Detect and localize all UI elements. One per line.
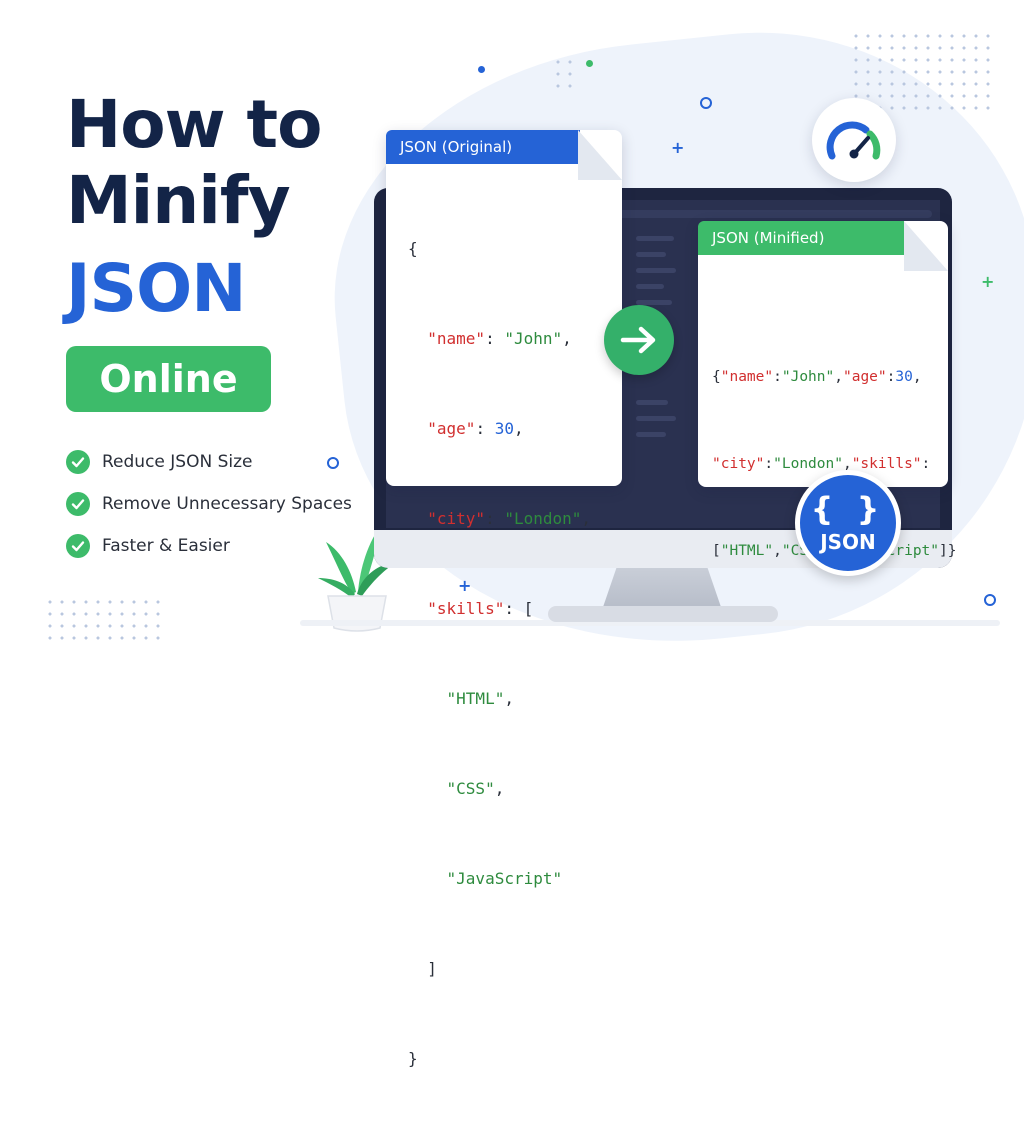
dot-grid-top-right — [850, 30, 990, 110]
json-minified-tab: JSON (Minified) — [698, 221, 904, 255]
code-line: ] — [408, 959, 437, 978]
check-circle-icon — [66, 450, 90, 474]
code-line: "HTML", — [446, 689, 514, 708]
speedometer-icon — [812, 98, 896, 182]
convert-arrow-button — [604, 305, 674, 375]
ring-decoration — [984, 594, 996, 606]
feature-item: Remove Unnecessary Spaces — [66, 492, 352, 516]
feature-label: Faster & Easier — [102, 536, 230, 556]
code-line: "age": 30, — [427, 419, 524, 438]
braces-icon: { } — [810, 490, 886, 528]
feature-label: Reduce JSON Size — [102, 452, 253, 472]
code-line: { — [408, 239, 418, 258]
code-line: "city":"London","skills": — [712, 456, 931, 472]
check-circle-icon — [66, 492, 90, 516]
code-line: } — [408, 1049, 418, 1068]
page-fold — [578, 130, 622, 180]
floor-shadow — [300, 620, 1000, 626]
json-badge: { } JSON — [795, 470, 901, 576]
code-line: {"name":"John","age":30, — [712, 369, 922, 385]
headline-line-2: Minify — [66, 162, 291, 239]
plus-icon: + — [458, 576, 472, 595]
dot-grid-small — [552, 56, 578, 96]
page-fold — [904, 221, 948, 271]
json-original-code: { "name": "John", "age": 30, "city": "Lo… — [408, 174, 591, 1134]
code-line: "skills": [ — [427, 599, 534, 618]
dot-green — [586, 60, 593, 67]
dot-blue — [478, 66, 485, 73]
headline-line-3: JSON — [66, 250, 246, 327]
feature-item: Faster & Easier — [66, 534, 230, 558]
plus-icon: + — [981, 272, 995, 291]
feature-item: Reduce JSON Size — [66, 450, 253, 474]
code-line: "city": "London", — [427, 509, 592, 528]
dot-grid-bottom-left — [44, 596, 164, 648]
feature-label: Remove Unnecessary Spaces — [102, 494, 352, 514]
json-original-tab: JSON (Original) — [386, 130, 580, 164]
ring-decoration — [327, 457, 339, 469]
monitor-stand — [602, 568, 722, 610]
code-line: "CSS", — [446, 779, 505, 798]
monitor-stand-base — [548, 606, 778, 622]
plus-icon: + — [671, 138, 685, 157]
code-line: "JavaScript" — [446, 869, 563, 888]
ring-decoration — [700, 97, 712, 109]
headline-line-1: How to — [66, 86, 322, 163]
json-minified-card: JSON (Minified) {"name":"John","age":30,… — [698, 221, 956, 559]
json-original-card: JSON (Original) { "name": "John", "age":… — [386, 130, 622, 1068]
json-minified-code: {"name":"John","age":30, "city":"London"… — [712, 305, 956, 624]
online-pill: Online — [66, 346, 271, 412]
code-line: "name": "John", — [427, 329, 572, 348]
arrow-right-icon — [620, 326, 656, 354]
check-circle-icon — [66, 534, 90, 558]
json-badge-label: JSON — [820, 530, 876, 554]
